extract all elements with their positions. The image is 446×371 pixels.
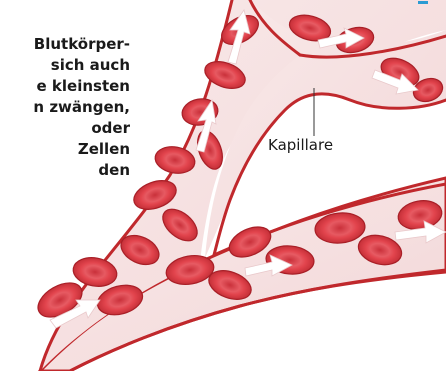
- caption-line-2: sich auch: [0, 55, 130, 76]
- caption-line-1: Blutkörper-: [0, 34, 130, 55]
- caption-line-7: den: [0, 160, 130, 181]
- caption-line-3: e kleinsten: [0, 76, 130, 97]
- caption-line-6: Zellen: [0, 139, 130, 160]
- caption-line-4: n zwängen,: [0, 97, 130, 118]
- capillary-label: Kapillare: [268, 136, 333, 154]
- caption-line-5: oder: [0, 118, 130, 139]
- top-edge-mark: ▬: [418, 0, 444, 6]
- description-text: Blutkörper- sich auch e kleinsten n zwän…: [0, 34, 130, 181]
